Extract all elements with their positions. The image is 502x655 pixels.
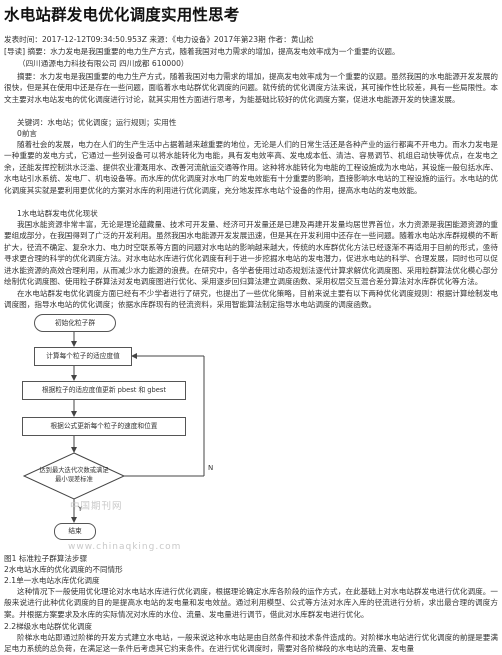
abstract-lead: [导读] 摘要：水力发电是我国重要的电力生产方式，随着我国对电力需求的增加，提高… [4, 47, 400, 56]
pso-flowchart: 初始化粒子群 计算每个粒子的适应度值 根据粒子的适应度值更新 pbest 和 g… [18, 314, 230, 552]
heading-section-1: 1水电站群发电优化现状 [17, 209, 98, 218]
heading-intro: 0前言 [17, 129, 38, 138]
heading-section-2-1: 2.1单一水电站水库优化调度 [4, 576, 100, 585]
watermark-url: www.chinaqking.com [68, 542, 182, 552]
heading-section-2-2: 2.2梯级水电站群优化调度 [4, 622, 93, 631]
intro-paragraph: 随着社会的发展，电力在人们的生产生活中占据着越来越重要的地位，无论是人们的日常生… [4, 140, 498, 195]
status-paragraph: 我国水能资源非常丰富，无论是理论蕴藏量、技术可开发量、经济可开发量还是已建及再建… [4, 220, 498, 287]
flow-end-box: 结束 [54, 523, 96, 540]
section-2-1-paragraph: 这种情况下一般使用优化理论对水电站水库进行优化调度，根据理论确定水库各阶段的运作… [4, 587, 498, 619]
flow-init-box: 初始化粒子群 [34, 314, 116, 332]
flow-yes-label: Y [78, 505, 83, 513]
heading-section-2: 2水电站水库的优化调度的不同情形 [4, 565, 123, 574]
watermark-cn: 中国期刊网 [70, 501, 123, 512]
flow-no-label: N [208, 464, 214, 472]
article-title: 水电站群发电优化调度实用性思考 [4, 6, 240, 24]
article-meta: 发表时间：2017-12-12T09:34:50.953Z 来源：《电力设备》2… [4, 35, 314, 44]
section-2-2-paragraph: 阶梯水电站即通过阶梯的开发方式建立水电站，一般来说这种水电站是由自然条件和技术条… [4, 633, 498, 654]
flowchart-connectors [22, 332, 205, 523]
author-affiliation: （四川通源电力科技有限公司 四川成都 610000） [18, 59, 189, 68]
flow-update-best-box: 根据粒子的适应度值更新 pbest 和 gbest [22, 381, 186, 400]
keywords: 关键词：水电站；优化调度；运行规则；实用性 [17, 118, 177, 127]
flow-decision-text: 达到最大迭代次数或满足最小误差标准 [39, 467, 109, 483]
methods-paragraph: 在水电站群发电优化调度方面已经有不少学者进行了研究，也提出了一些优化策略，目前来… [4, 289, 498, 310]
flow-fitness-box: 计算每个粒子的适应度值 [34, 347, 132, 366]
figure-caption: 图1 标准粒子群算法步骤 [4, 554, 88, 563]
flow-update-velocity-box: 根据公式更新每个粒子的速度和位置 [22, 417, 186, 436]
abstract-paragraph: 摘要：水力发电是我国重要的电力生产方式，随着我国对电力需求的增加，提高发电效率成… [4, 72, 498, 104]
